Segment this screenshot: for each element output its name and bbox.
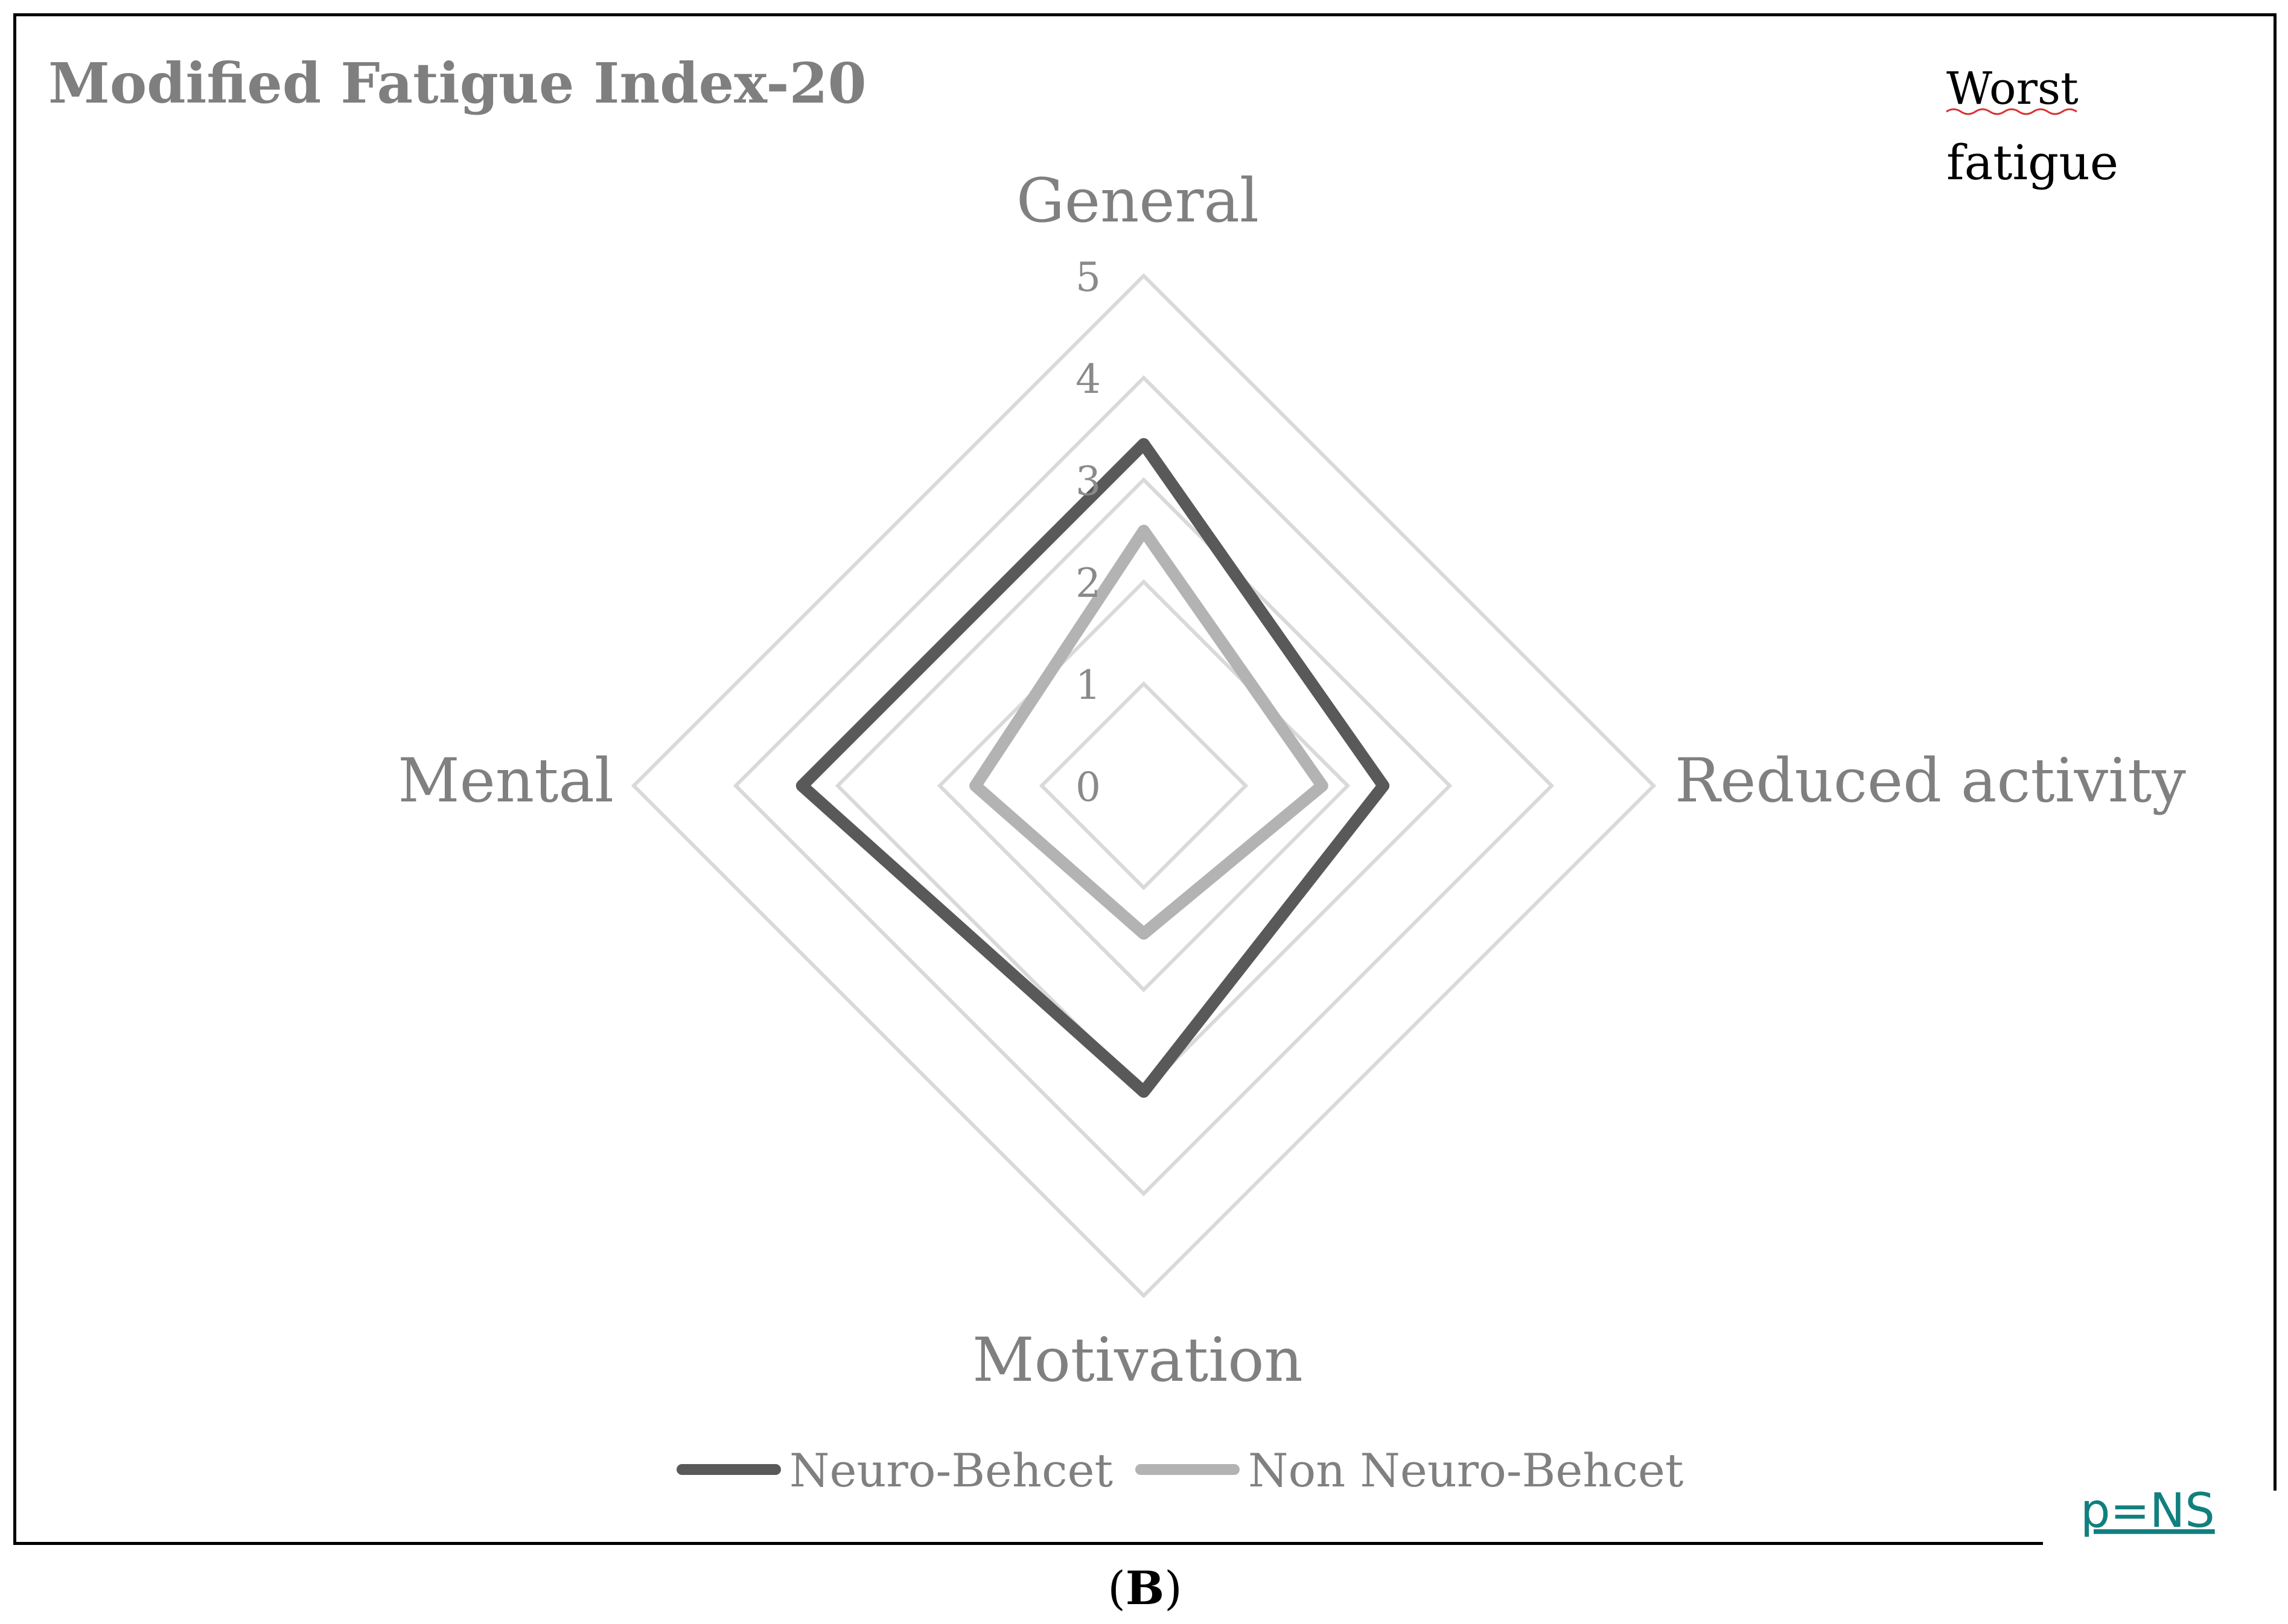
figure-caption: (B)	[1107, 1561, 1182, 1615]
tick-label-4: 4	[1075, 356, 1101, 403]
axis-label-mental: Mental	[398, 745, 614, 816]
legend-label-neuro-behcet: Neuro-Behcet	[789, 1444, 1113, 1497]
grid-ring-3	[835, 477, 1453, 1095]
grid-ring-4	[733, 375, 1555, 1197]
p-value-box	[2043, 1491, 2278, 1545]
tick-label-3: 3	[1075, 458, 1101, 505]
caption-open-paren: (	[1107, 1561, 1126, 1615]
caption-close-paren: )	[1164, 1561, 1182, 1615]
chart-title: Modified Fatigue Index-20	[48, 51, 867, 116]
tick-label-1: 1	[1075, 662, 1101, 709]
tick-label-2: 2	[1075, 560, 1101, 607]
annotation-fatigue: fatigue	[1946, 135, 2118, 191]
radar-grid	[631, 273, 1657, 1299]
p-value-label: p=NS	[2080, 1484, 2215, 1538]
spellcheck-underline	[1946, 108, 2077, 115]
chart-frame	[13, 13, 2277, 1545]
caption-letter: B	[1126, 1561, 1164, 1615]
axis-label-reduced-activity: Reduced activity	[1675, 745, 2186, 816]
annotation-worst: Worst	[1946, 63, 2079, 115]
grid-ring-1	[1039, 681, 1249, 891]
legend-label-non-neuro-behcet: Non Neuro-Behcet	[1248, 1444, 1683, 1497]
axis-label-motivation: Motivation	[972, 1325, 1303, 1395]
radar-series	[795, 438, 1390, 1098]
legend: Neuro-Behcet Non Neuro-Behcet	[677, 1444, 1683, 1497]
tick-label-5: 5	[1075, 254, 1101, 301]
radar-ticks: 0 1 2 3 4 5	[1075, 254, 1101, 810]
tick-label-0: 0	[1075, 764, 1101, 810]
grid-ring-5	[631, 273, 1657, 1299]
series-neuro-behcet	[795, 438, 1390, 1098]
axis-label-general: General	[1016, 165, 1259, 236]
series-non-neuro-behcet	[969, 524, 1328, 940]
